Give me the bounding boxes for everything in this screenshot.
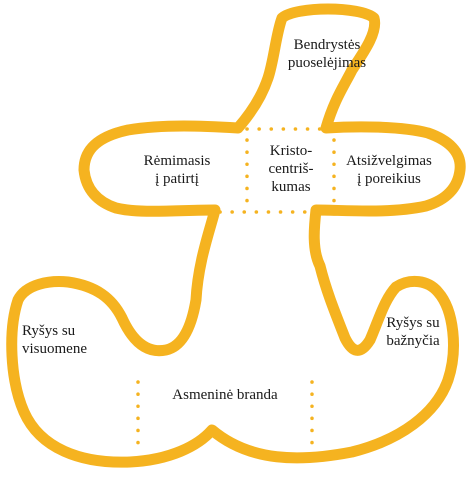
label-right-arm-line-1: Atsižvelgimas [346, 153, 432, 169]
dotted-separators [136, 127, 336, 456]
label-left-arm: Rėmimasis į patirtį [122, 152, 232, 188]
label-right-lobe-line-1: Ryšys su [386, 315, 440, 331]
label-left-arm-line-1: Rėmimasis [143, 153, 211, 169]
label-center-line-2: centriš- [268, 161, 314, 177]
label-top-line-2: puoselėjimas [287, 55, 367, 71]
label-center-line-1: Kristo- [269, 143, 313, 159]
label-right-arm-line-2: į poreikius [357, 171, 421, 187]
anchor-cross-shape [6, 3, 466, 468]
label-left-lobe-line-1: Ryšys su [22, 323, 76, 339]
label-left-arm-line-2: į patirtį [155, 171, 199, 187]
label-left-lobe-line-2: visuomene [22, 341, 87, 357]
label-bottom: Asmeninė branda [150, 386, 300, 404]
label-center-line-3: kumas [271, 179, 311, 195]
label-right-arm: Atsižvelgimas į poreikius [334, 152, 444, 188]
label-top: Bendrystės puoselėjimas [272, 36, 382, 72]
label-top-line-1: Bendrystės [293, 37, 361, 53]
label-bottom-text: Asmeninė branda [172, 387, 278, 403]
label-right-lobe: Ryšys su bažnyčia [368, 314, 458, 350]
label-center: Kristo- centriš- kumas [247, 142, 335, 196]
label-right-lobe-line-2: bažnyčia [386, 333, 440, 349]
label-left-lobe: Ryšys su visuomene [22, 322, 112, 358]
